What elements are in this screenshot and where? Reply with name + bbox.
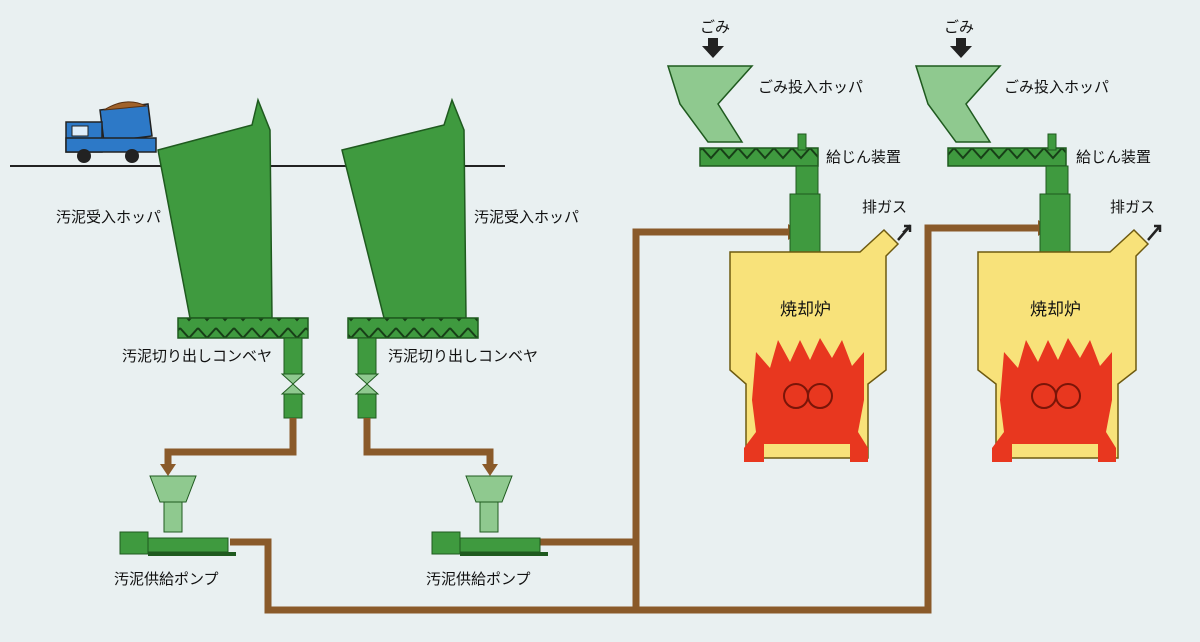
garbage-hopper-2 — [914, 65, 1002, 143]
sludge-hopper-label-2: 汚泥受入ホッパ — [474, 208, 580, 226]
pump-label-2: 汚泥供給ポンプ — [426, 570, 531, 588]
garbage-input-label-1: ごみ — [700, 18, 731, 36]
dump-truck-icon — [65, 101, 157, 163]
arrow-to-pump-2 — [482, 464, 498, 476]
sludge-hopper-1 — [157, 97, 273, 319]
garbage-hopper-label-1: ごみ投入ホッパ — [758, 78, 864, 96]
sludge-pump-2 — [431, 475, 548, 556]
down-arrow-icon — [702, 38, 724, 58]
sludge-pipes — [164, 224, 1040, 614]
sludge-conveyor-1 — [177, 317, 309, 339]
flame-icon — [744, 338, 868, 462]
exhaust-arrow-icon — [1147, 224, 1162, 241]
chute-valve-1 — [280, 337, 306, 419]
conveyor-label-2: 汚泥切り出しコンベヤ — [388, 347, 539, 365]
furnace-chute-1 — [789, 165, 821, 255]
exhaust-label-2: 排ガス — [1110, 198, 1156, 216]
garbage-input-label-2: ごみ — [944, 18, 975, 36]
sludge-hopper-label-1: 汚泥受入ホッパ — [56, 208, 162, 226]
sludge-pump-1 — [119, 475, 236, 556]
pump-label-1: 汚泥供給ポンプ — [114, 570, 219, 588]
feeder-1 — [699, 147, 819, 167]
exhaust-arrow-icon — [897, 224, 912, 241]
furnace-chute-2 — [1039, 165, 1071, 255]
feeder-label-2: 給じん装置 — [1076, 148, 1152, 166]
feeder-label-1: 給じん装置 — [826, 148, 902, 166]
feeder-2 — [947, 147, 1067, 167]
garbage-hopper-label-2: ごみ投入ホッパ — [1004, 78, 1110, 96]
furnace-label-1: 焼却炉 — [780, 300, 831, 320]
flame-icon — [992, 338, 1116, 462]
garbage-hopper-1 — [666, 65, 754, 143]
sludge-hopper-2 — [341, 97, 467, 319]
sludge-conveyor-2 — [347, 317, 479, 339]
down-arrow-icon — [950, 38, 972, 58]
chute-valve-2 — [354, 337, 380, 419]
furnace-label-2: 焼却炉 — [1030, 300, 1081, 320]
arrow-to-pump-1 — [160, 464, 176, 476]
exhaust-label-1: 排ガス — [862, 198, 908, 216]
conveyor-label-1: 汚泥切り出しコンベヤ — [122, 347, 273, 365]
